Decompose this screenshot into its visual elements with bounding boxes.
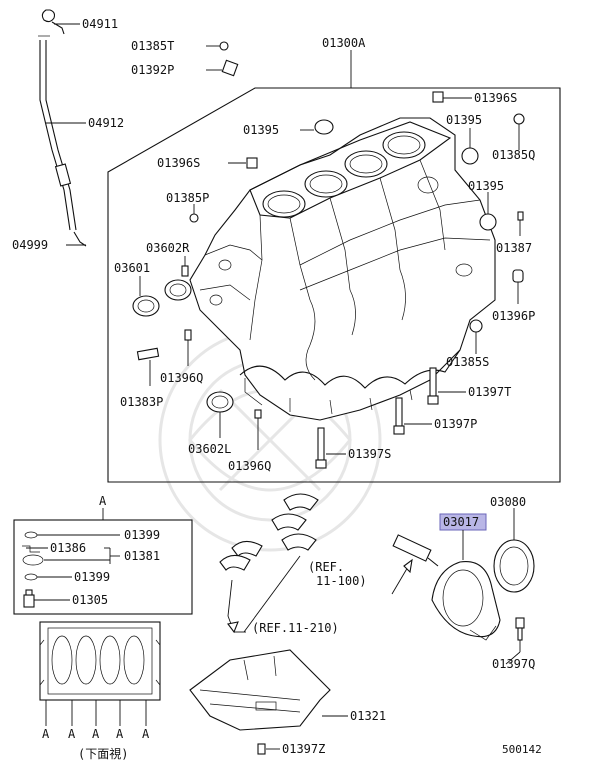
bottom-marker-a-1: A — [42, 727, 50, 741]
right-side-small-parts: 01396S 01395 01395 01385Q 01396S 01385P … — [114, 91, 535, 473]
ref-11-210[interactable]: (REF.11-210) — [252, 621, 339, 635]
label-04999[interactable]: 04999 — [12, 238, 48, 252]
label-01397Z[interactable]: 01397Z — [282, 742, 325, 756]
bottom-view-illustration: A A A A A (下面視) — [39, 621, 161, 761]
label-01399-b[interactable]: 01399 — [74, 570, 110, 584]
label-01395-c[interactable]: 01395 — [468, 179, 504, 193]
bottom-marker-a-3: A — [92, 727, 100, 741]
label-01399-a[interactable]: 01399 — [124, 528, 160, 542]
label-03017[interactable]: 03017 — [443, 515, 479, 529]
engine-block-illustration — [189, 117, 496, 421]
label-01397Q[interactable]: 01397Q — [492, 657, 535, 671]
label-01396Q-a[interactable]: 01396Q — [160, 371, 203, 385]
label-01387[interactable]: 01387 — [496, 241, 532, 255]
label-01381[interactable]: 01381 — [124, 549, 160, 563]
label-03602R[interactable]: 03602R — [146, 241, 190, 255]
oil-pan-baffle: 01321 01397Z — [189, 649, 386, 756]
bottom-marker-a-5: A — [142, 727, 150, 741]
label-01300A[interactable]: 01300A — [322, 36, 366, 50]
label-01397P[interactable]: 01397P — [434, 417, 477, 431]
label-01396P[interactable]: 01396P — [492, 309, 535, 323]
bottom-view-caption: (下面視) — [78, 746, 128, 761]
bottom-marker-a-2: A — [68, 727, 76, 741]
label-01392P[interactable]: 01392P — [131, 63, 174, 77]
label-01396S-left[interactable]: 01396S — [157, 156, 200, 170]
label-04912[interactable]: 04912 — [88, 116, 124, 130]
label-01386[interactable]: 01386 — [50, 541, 86, 555]
diagram-id: 500142 — [502, 743, 542, 756]
label-03080[interactable]: 03080 — [490, 495, 526, 509]
label-01383P[interactable]: 01383P — [120, 395, 163, 409]
crank-bearing-shells: (REF.11-210) — [219, 493, 339, 635]
detail-a-marker[interactable]: A — [99, 494, 107, 508]
oil-dipstick-assembly: 04911 04912 04999 — [12, 9, 124, 252]
label-01397T[interactable]: 01397T — [468, 385, 511, 399]
label-01385Q[interactable]: 01385Q — [492, 148, 535, 162]
detail-a-box: A 01399 01386 01381 01399 01305 — [13, 494, 193, 615]
label-04911[interactable]: 04911 — [82, 17, 118, 31]
main-assembly-frame: 01300A — [107, 36, 561, 483]
label-03601[interactable]: 03601 — [114, 261, 150, 275]
label-01395-b[interactable]: 01395 — [446, 113, 482, 127]
label-03602L[interactable]: 03602L — [188, 442, 231, 456]
label-01305[interactable]: 01305 — [72, 593, 108, 607]
label-01397S[interactable]: 01397S — [348, 447, 391, 461]
bottom-marker-a-4: A — [116, 727, 124, 741]
label-01321[interactable]: 01321 — [350, 709, 386, 723]
ref-11-100-a[interactable]: (REF. — [308, 560, 344, 574]
plug-bolts-upper: 01385T 01392P — [131, 39, 239, 77]
rear-seal-assembly: (REF. 11-100) 03017 03080 01397Q — [308, 495, 535, 671]
label-01385T[interactable]: 01385T — [131, 39, 174, 53]
label-01396S-top[interactable]: 01396S — [474, 91, 517, 105]
label-01385S[interactable]: 01385S — [446, 355, 489, 369]
label-01395-a[interactable]: 01395 — [243, 123, 279, 137]
ref-11-100-b[interactable]: 11-100) — [316, 574, 367, 588]
label-01385P[interactable]: 01385P — [166, 191, 209, 205]
label-01396Q-b[interactable]: 01396Q — [228, 459, 271, 473]
